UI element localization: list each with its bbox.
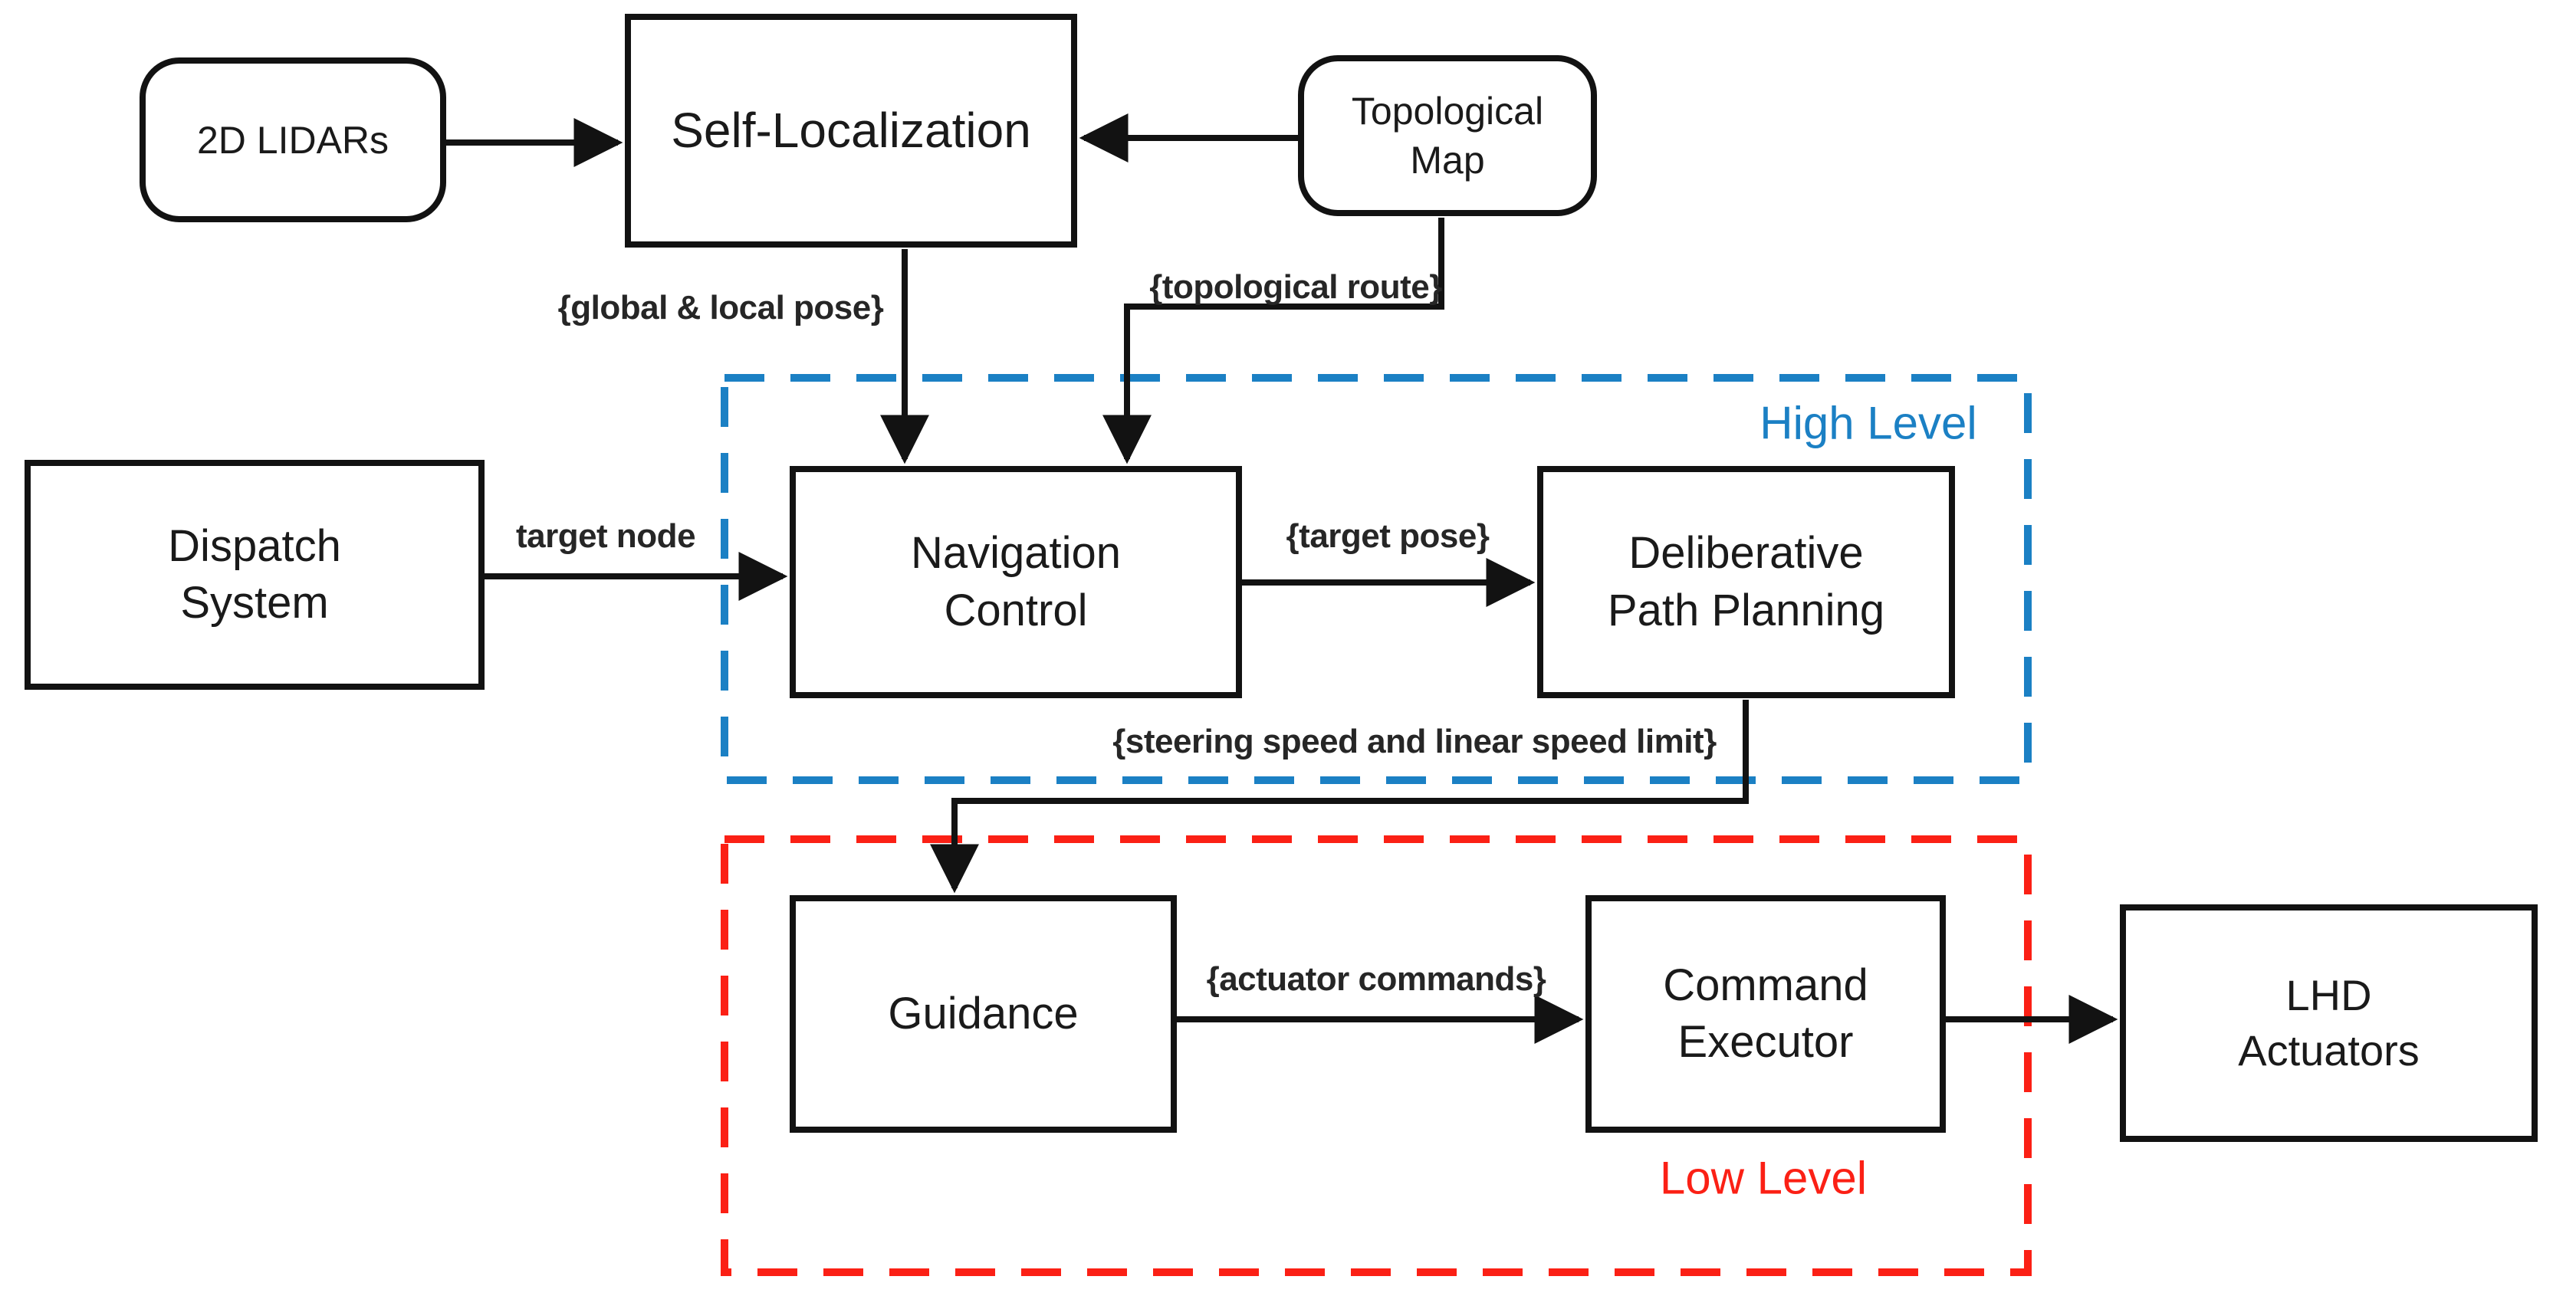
edge-label-global-local-pose: {global & local pose} <box>557 289 884 326</box>
edge-label-actuator-commands: {actuator commands} <box>1206 960 1546 998</box>
node-label: Dispatch <box>168 520 341 571</box>
node-command-executor: Command Executor <box>1585 895 1946 1133</box>
node-2d-lidars: 2D LIDARs <box>140 57 446 222</box>
node-label: Actuators <box>2238 1026 2420 1075</box>
node-label: Executor <box>1677 1017 1854 1067</box>
edge-label-target-pose: {target pose} <box>1286 517 1490 555</box>
node-label: Topological <box>1351 90 1544 133</box>
low-level-region-frame <box>721 835 2032 1276</box>
node-label: Path Planning <box>1607 585 1885 635</box>
node-deliberative-path-planning: Deliberative Path Planning <box>1537 466 1955 698</box>
node-label: Guidance <box>888 988 1079 1038</box>
node-label: Deliberative <box>1628 528 1864 579</box>
node-label: Command <box>1663 960 1868 1010</box>
node-label: Map <box>1410 139 1485 182</box>
node-label: Control <box>944 585 1088 635</box>
node-label: Self-Localization <box>671 102 1031 158</box>
node-label: System <box>180 578 329 628</box>
edge-label-topological-route: {topological route} <box>1149 268 1442 306</box>
edge-label-target-node: target node <box>515 517 696 555</box>
node-topological-map: Topological Map <box>1298 55 1597 216</box>
arrow-topologicalmap-to-navigationcontrol <box>1102 218 1444 464</box>
high-level-region-label: High Level <box>1760 397 1977 449</box>
node-label: Navigation <box>910 528 1122 579</box>
edge-label-steering-speed-limit: {steering speed and linear speed limit} <box>1112 723 1717 760</box>
low-level-region-label: Low Level <box>1659 1152 1868 1204</box>
node-dispatch-system: Dispatch System <box>25 460 485 690</box>
node-label: LHD <box>2285 971 2372 1020</box>
node-self-localization: Self-Localization <box>625 14 1077 248</box>
node-navigation-control: Navigation Control <box>790 466 1242 698</box>
node-label: 2D LIDARs <box>196 118 389 162</box>
node-lhd-actuators: LHD Actuators <box>2120 904 2538 1142</box>
node-guidance: Guidance <box>790 895 1177 1133</box>
arrow-deliberativepathplanning-to-guidance <box>930 700 1749 894</box>
